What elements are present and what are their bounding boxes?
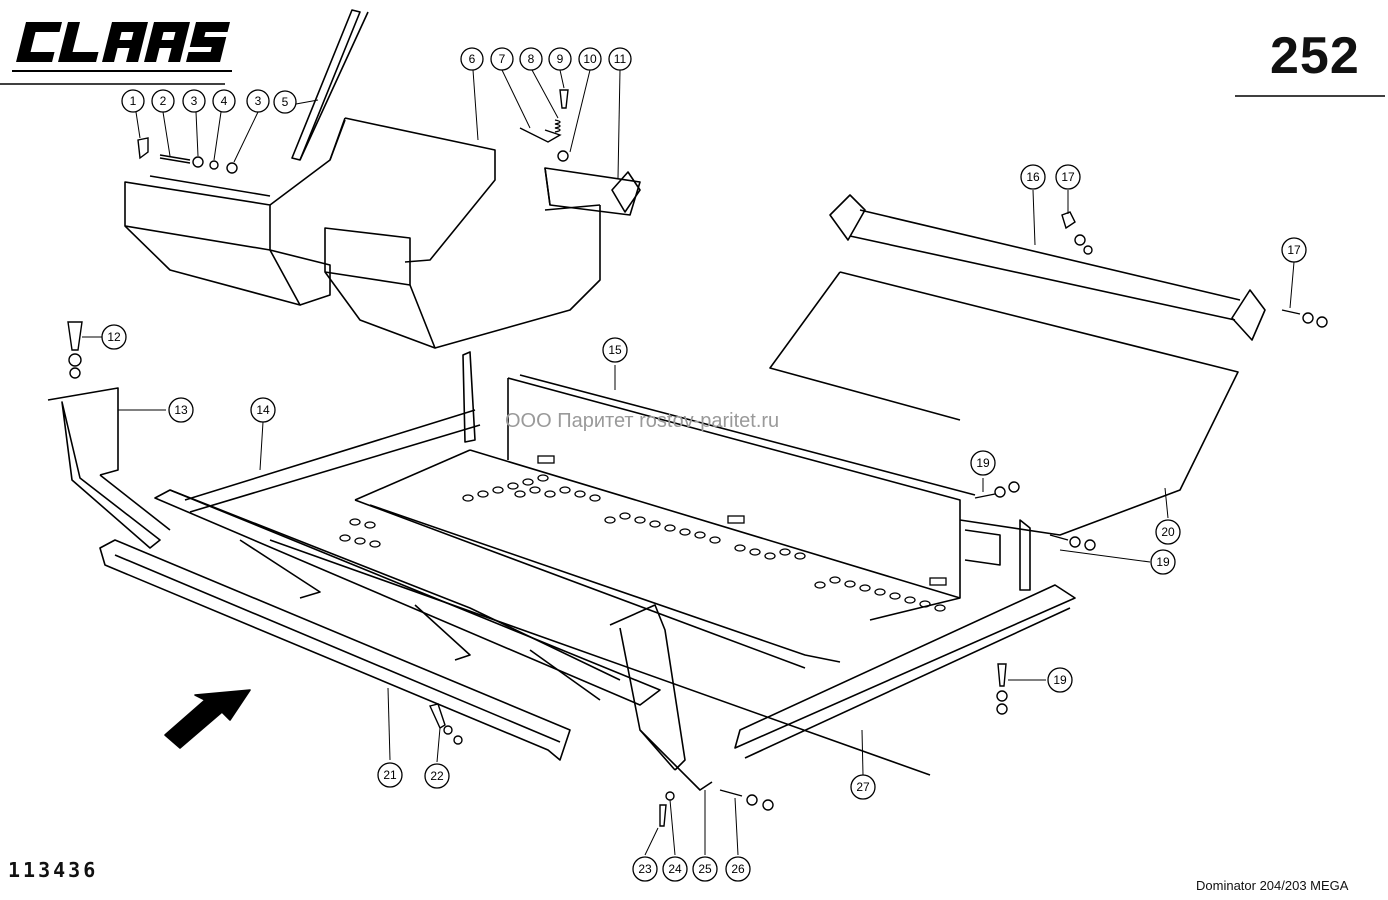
callout-4: 4 bbox=[221, 94, 228, 108]
callout-13: 13 bbox=[174, 403, 188, 417]
callout-17b: 17 bbox=[1287, 243, 1301, 257]
callout-17: 17 bbox=[1061, 170, 1075, 184]
callout-26: 26 bbox=[731, 862, 745, 876]
callout-24: 24 bbox=[668, 862, 682, 876]
callout-25: 25 bbox=[698, 862, 712, 876]
callout-16: 16 bbox=[1026, 170, 1040, 184]
callout-2: 2 bbox=[160, 94, 167, 108]
callout-5: 5 bbox=[282, 95, 289, 109]
callout-9: 9 bbox=[557, 52, 564, 66]
callout-8: 8 bbox=[528, 52, 535, 66]
callout-7: 7 bbox=[499, 52, 506, 66]
model-label: Dominator 204/203 MEGA bbox=[1196, 878, 1349, 893]
callout-22: 22 bbox=[430, 769, 444, 783]
callout-3: 3 bbox=[191, 94, 198, 108]
callout-15: 15 bbox=[608, 343, 622, 357]
callout-14: 14 bbox=[256, 403, 270, 417]
callout-6: 6 bbox=[469, 52, 476, 66]
callout-19a: 19 bbox=[976, 456, 990, 470]
callout-23: 23 bbox=[638, 862, 652, 876]
callout-3b: 3 bbox=[255, 94, 262, 108]
callout-21: 21 bbox=[383, 768, 397, 782]
callout-10: 10 bbox=[583, 52, 597, 66]
callout-1: 1 bbox=[130, 94, 137, 108]
watermark: ООО Паритет rostov-paritet.ru bbox=[505, 410, 780, 432]
callout-11: 11 bbox=[614, 52, 627, 66]
callout-20: 20 bbox=[1161, 525, 1175, 539]
callout-27: 27 bbox=[856, 780, 870, 794]
drawing-id: 113436 bbox=[8, 858, 99, 882]
claas-logo bbox=[12, 22, 232, 72]
page-number: 252 bbox=[1270, 27, 1360, 85]
callout-19c: 19 bbox=[1053, 673, 1067, 687]
callout-12: 12 bbox=[107, 330, 121, 344]
callout-19b: 19 bbox=[1156, 555, 1170, 569]
